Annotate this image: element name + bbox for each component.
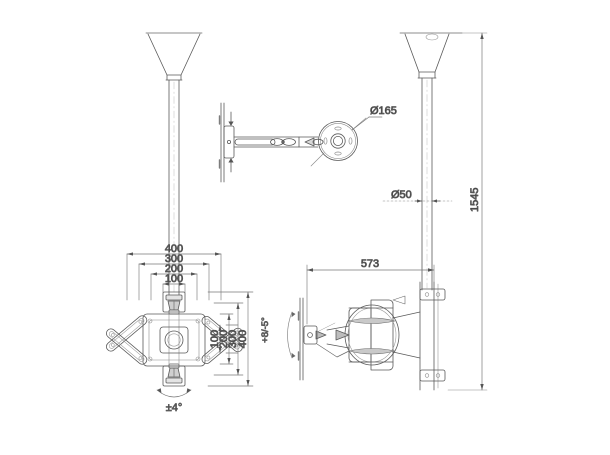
dim-label-v300: 300	[227, 330, 239, 348]
dim-label-v100: 100	[209, 330, 221, 348]
dim-group-vertical-vesa	[207, 291, 254, 387]
top-arm-detail-view	[218, 102, 367, 183]
side-elevation-ceiling-pole	[399, 32, 463, 291]
dim-label-h200: 200	[165, 263, 183, 275]
dim-label-v400: 400	[237, 330, 249, 348]
dim-label-h300: 300	[165, 253, 183, 265]
dim-label-573: 573	[361, 258, 379, 270]
vesa-top-clamp	[162, 291, 186, 315]
side-elevation-arm-view	[287, 281, 446, 391]
dim-label-h100: 100	[165, 273, 183, 285]
vesa-plate-front-view	[106, 291, 243, 387]
vesa-arms	[106, 315, 243, 365]
dim-label-h400: 400	[165, 243, 183, 255]
dim-diameter-50: Ø50	[382, 189, 453, 203]
dim-height-1545: 1545	[447, 32, 488, 391]
front-elevation-ceiling-pole	[145, 32, 203, 297]
dim-label-d50: Ø50	[391, 189, 412, 201]
dim-label-v200: 200	[218, 330, 230, 348]
dim-label-d165: Ø165	[370, 105, 397, 117]
dim-diameter-165: Ø165	[351, 105, 397, 131]
dim-group-horizontal-vesa	[126, 252, 222, 301]
dim-swivel-angle: ±4°	[156, 388, 192, 414]
dim-label-1545: 1545	[469, 188, 481, 212]
dim-label-swivel-angle: ±4°	[166, 402, 183, 414]
dim-label-tilt-angle: +8/-5°	[260, 317, 271, 343]
ceiling-plate-outer	[318, 121, 358, 161]
dim-length-573	[306, 264, 435, 325]
